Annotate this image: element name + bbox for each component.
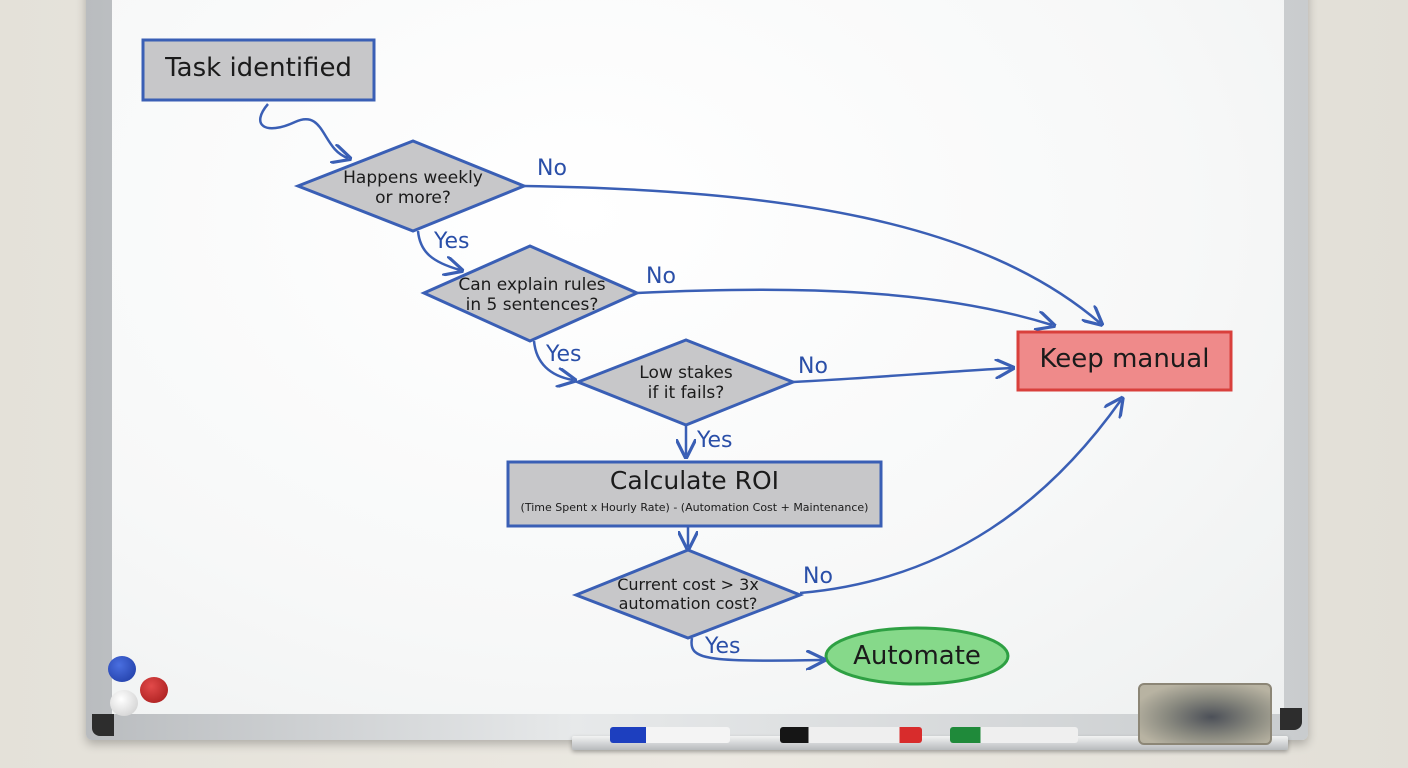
whiteboard-eraser[interactable] xyxy=(1138,683,1272,745)
decision-rules-label: Can explain rules in 5 sentences? xyxy=(437,275,627,315)
decision-stakes-line-2: if it fails? xyxy=(647,383,725,404)
automate-label: Automate xyxy=(853,641,981,671)
arrow-weekly-yes xyxy=(416,230,460,270)
marker-tray xyxy=(572,736,1288,750)
calculate-roi-box xyxy=(506,460,883,528)
black-marker[interactable] xyxy=(780,727,922,743)
arrow-weekly-no xyxy=(523,184,1100,323)
arrow-rules-yes xyxy=(532,340,573,380)
arrow-stakes-no xyxy=(792,368,1011,384)
blue-marker[interactable] xyxy=(610,727,730,743)
decision-cost-label: Current cost > 3x automation cost? xyxy=(598,575,778,614)
decision-weekly-label: Happens weekly or more? xyxy=(318,168,508,208)
arrow-cost-yes xyxy=(690,637,822,661)
decision-rules-line-2: in 5 sentences? xyxy=(465,295,599,316)
decision-stakes-line-1: Low stakes xyxy=(639,363,733,383)
frame-corner-left xyxy=(92,714,114,736)
decision-stakes-label: Low stakes if it fails? xyxy=(596,363,776,403)
calculate-roi-formula: (Time Spent x Hourly Rate) - (Automation… xyxy=(520,501,869,514)
arrow-cost-no xyxy=(799,400,1121,595)
weekly-yes-label: Yes xyxy=(434,229,470,254)
decision-cost-line-1: Current cost > 3x xyxy=(617,575,759,594)
red-magnet[interactable] xyxy=(140,677,168,703)
white-magnet[interactable] xyxy=(110,690,138,716)
rules-yes-label: Yes xyxy=(546,342,582,367)
weekly-no-label: No xyxy=(537,156,567,181)
arrow-start-to-weekly xyxy=(259,103,348,158)
stakes-no-label: No xyxy=(798,354,828,379)
cost-no-label: No xyxy=(803,564,833,589)
decision-weekly-line-1: Happens weekly xyxy=(343,168,483,188)
arrow-rules-no xyxy=(636,288,1052,325)
stakes-yes-label: Yes xyxy=(697,428,733,453)
keep-manual-label: Keep manual xyxy=(1039,344,1210,374)
calculate-roi-title: Calculate ROI xyxy=(609,466,780,495)
decision-weekly-line-2: or more? xyxy=(375,188,451,209)
decision-cost-line-2: automation cost? xyxy=(618,593,758,613)
keep-manual-box xyxy=(1016,330,1233,392)
blue-magnet[interactable] xyxy=(108,656,136,682)
cost-yes-label: Yes xyxy=(705,634,741,659)
rules-no-label: No xyxy=(646,264,676,289)
decision-rules-line-1: Can explain rules xyxy=(458,275,606,295)
start-box xyxy=(141,38,376,102)
decision-cost-diamond xyxy=(571,548,805,640)
frame-corner-right xyxy=(1280,708,1302,730)
start-label: Task identified xyxy=(165,53,352,83)
green-marker[interactable] xyxy=(950,727,1078,743)
